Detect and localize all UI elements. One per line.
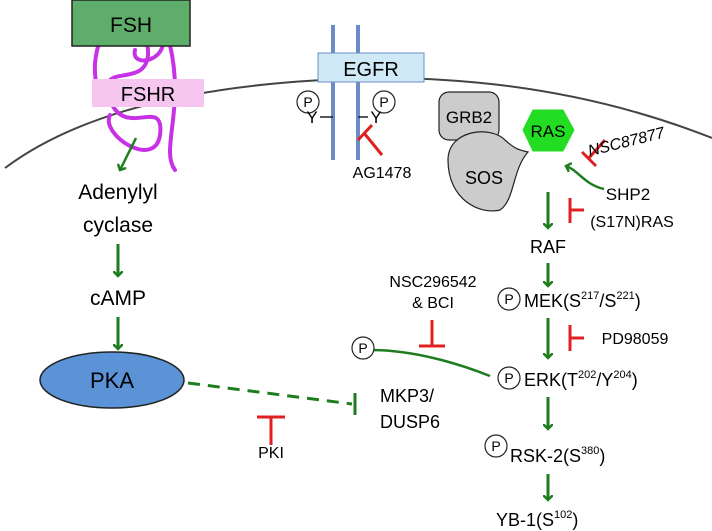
yb1-close: ): [572, 510, 578, 530]
egfr-right-phospho-icon: [372, 90, 396, 114]
ag1478-inhibition-stem: [362, 132, 384, 156]
erk-sep: /Y: [596, 370, 613, 390]
cyclase-label: cyclase: [83, 214, 153, 237]
rsk2-site: 380: [581, 445, 599, 457]
raf-label: RAF: [530, 237, 566, 257]
mek-label: MEK(S217/S221): [524, 290, 641, 311]
shp2-activates-ras: [566, 166, 605, 191]
rsk2-name: RSK-2(S: [510, 446, 581, 466]
dusp6-label: DUSP6: [380, 412, 440, 432]
erk-close: ): [632, 370, 638, 390]
rsk2-close: ): [599, 446, 605, 466]
adenylyl-label: Adenylyl: [78, 181, 157, 204]
erk-site2: 204: [613, 369, 631, 381]
fshr-box: [92, 79, 204, 107]
nsc87877-label: NSC87877: [586, 124, 667, 160]
egfr-label: EGFR: [343, 59, 399, 81]
pki-label: PKI: [258, 445, 284, 462]
rsk2-phospho-icon: [484, 434, 508, 458]
erk-name: ERK(T: [524, 370, 578, 390]
pka-ellipse: [39, 351, 185, 409]
nsc87877-inhibition-bar: [580, 150, 598, 168]
erk-phospho-icon: [497, 366, 521, 390]
yb1-name: YB-1(S: [496, 510, 554, 530]
ag1478-label: AG1478: [353, 165, 412, 182]
egfr-left-tyrosine: Y: [306, 108, 317, 127]
mek-site1: 217: [581, 290, 599, 302]
camp-label: cAMP: [90, 287, 146, 310]
ras-label: RAS: [531, 122, 566, 141]
egfr-box: [317, 52, 425, 83]
mek-phospho-p: P: [504, 291, 513, 307]
nsc87877-inhibition-stem: [586, 138, 607, 161]
yb1-label: YB-1(S102): [496, 509, 578, 530]
egfr-right-tyrosine: Y: [370, 108, 381, 127]
mek-close: ): [635, 291, 641, 311]
erk-site1: 202: [578, 369, 596, 381]
pd98059-label: PD98059: [602, 331, 669, 348]
yb1-site: 102: [554, 509, 572, 521]
mkp3-phospho-icon: [351, 336, 375, 360]
ag1478-inhibition-bar: [356, 123, 374, 142]
fsh-label: FSH: [110, 14, 152, 37]
s17n-ras-label: (S17N)RAS: [590, 214, 674, 231]
mkp3-label: MKP3/: [380, 386, 434, 406]
egfr-left-phospho-icon: [296, 90, 320, 114]
arrow-fshr-to-adenylyl: [120, 137, 138, 170]
mek-name: MEK(S: [524, 291, 581, 311]
mek-site2: 221: [616, 290, 634, 302]
erk-label: ERK(T202/Y204): [524, 369, 638, 390]
sos-label: SOS: [465, 168, 503, 188]
rsk2-phospho-p: P: [491, 438, 500, 454]
ras-shape: [522, 109, 575, 152]
pka-label: PKA: [90, 368, 134, 393]
mkp3-phospho-p: P: [358, 340, 367, 356]
mek-phospho-icon: [497, 287, 521, 311]
mkp3-dephosphorylates-erk: [371, 348, 491, 378]
sos-shape: [447, 131, 530, 212]
rsk2-label: RSK-2(S380): [510, 445, 605, 466]
egfr-right-phospho-p: P: [379, 94, 388, 110]
fsh-box: [71, 0, 191, 47]
shp2-label: SHP2: [606, 185, 650, 204]
pka-inhibits-mkp3-dashed: [187, 381, 353, 406]
nsc296542-label: NSC296542: [389, 274, 476, 291]
egfr-left-phospho-p: P: [303, 94, 312, 110]
mek-sep: /S: [599, 291, 616, 311]
bci-label: & BCI: [412, 295, 454, 312]
grb2-label: GRB2: [446, 108, 492, 127]
erk-phospho-p: P: [504, 370, 513, 386]
fshr-label: FSHR: [121, 84, 175, 106]
